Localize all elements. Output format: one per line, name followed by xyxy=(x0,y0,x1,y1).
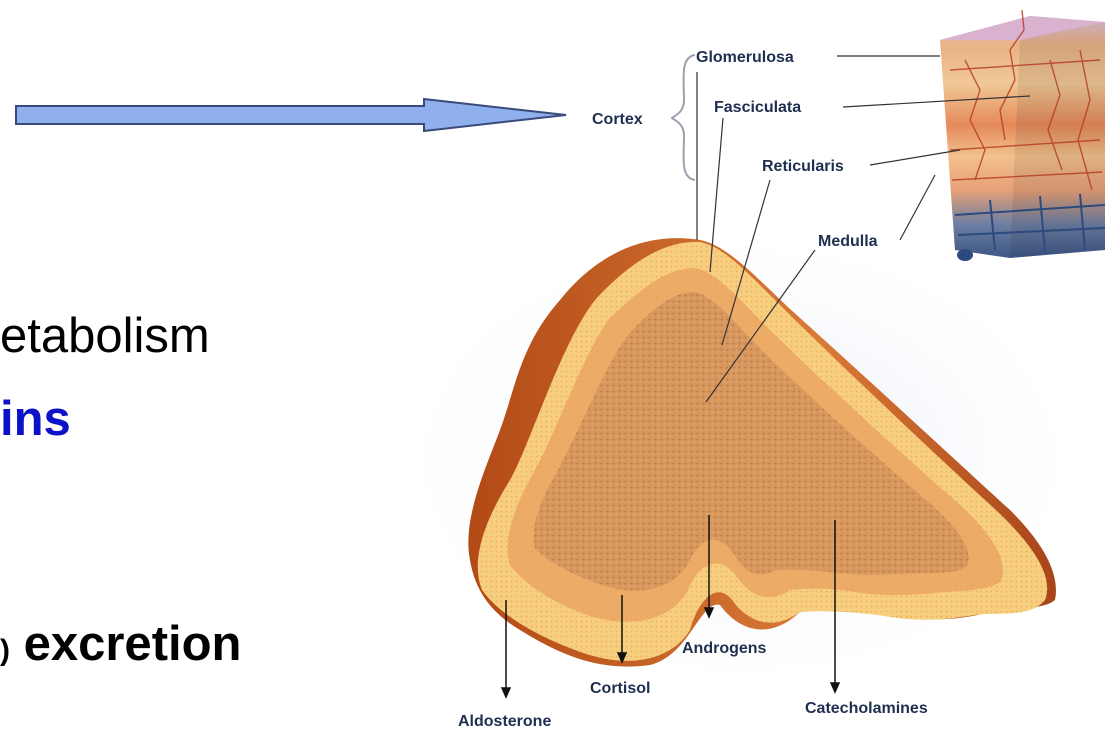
reticularis-label: Reticularis xyxy=(762,158,844,175)
cortex-brace xyxy=(672,55,695,180)
glomerulosa-leader xyxy=(697,56,940,240)
slide-text-line-3-main: excretion xyxy=(10,617,241,671)
cortex-label: Cortex xyxy=(592,111,643,128)
aldosterone-label: Aldosterone xyxy=(458,713,551,730)
tissue-block xyxy=(940,10,1105,261)
glomerulosa-label: Glomerulosa xyxy=(696,49,794,66)
medulla-label: Medulla xyxy=(818,233,878,250)
fasciculata-label: Fasciculata xyxy=(714,99,801,116)
catecholamines-label: Catecholamines xyxy=(805,700,928,717)
androgens-label: Androgens xyxy=(682,640,767,657)
slide-text-line-1: etabolism xyxy=(0,308,210,364)
slide-text-line-2: ins xyxy=(0,391,71,447)
slide-text-line-3: ) excretion xyxy=(0,616,241,672)
cortisol-label: Cortisol xyxy=(590,680,650,697)
slide-text-line-3-prefix: ) xyxy=(0,634,10,667)
pointer-arrow xyxy=(16,99,566,131)
